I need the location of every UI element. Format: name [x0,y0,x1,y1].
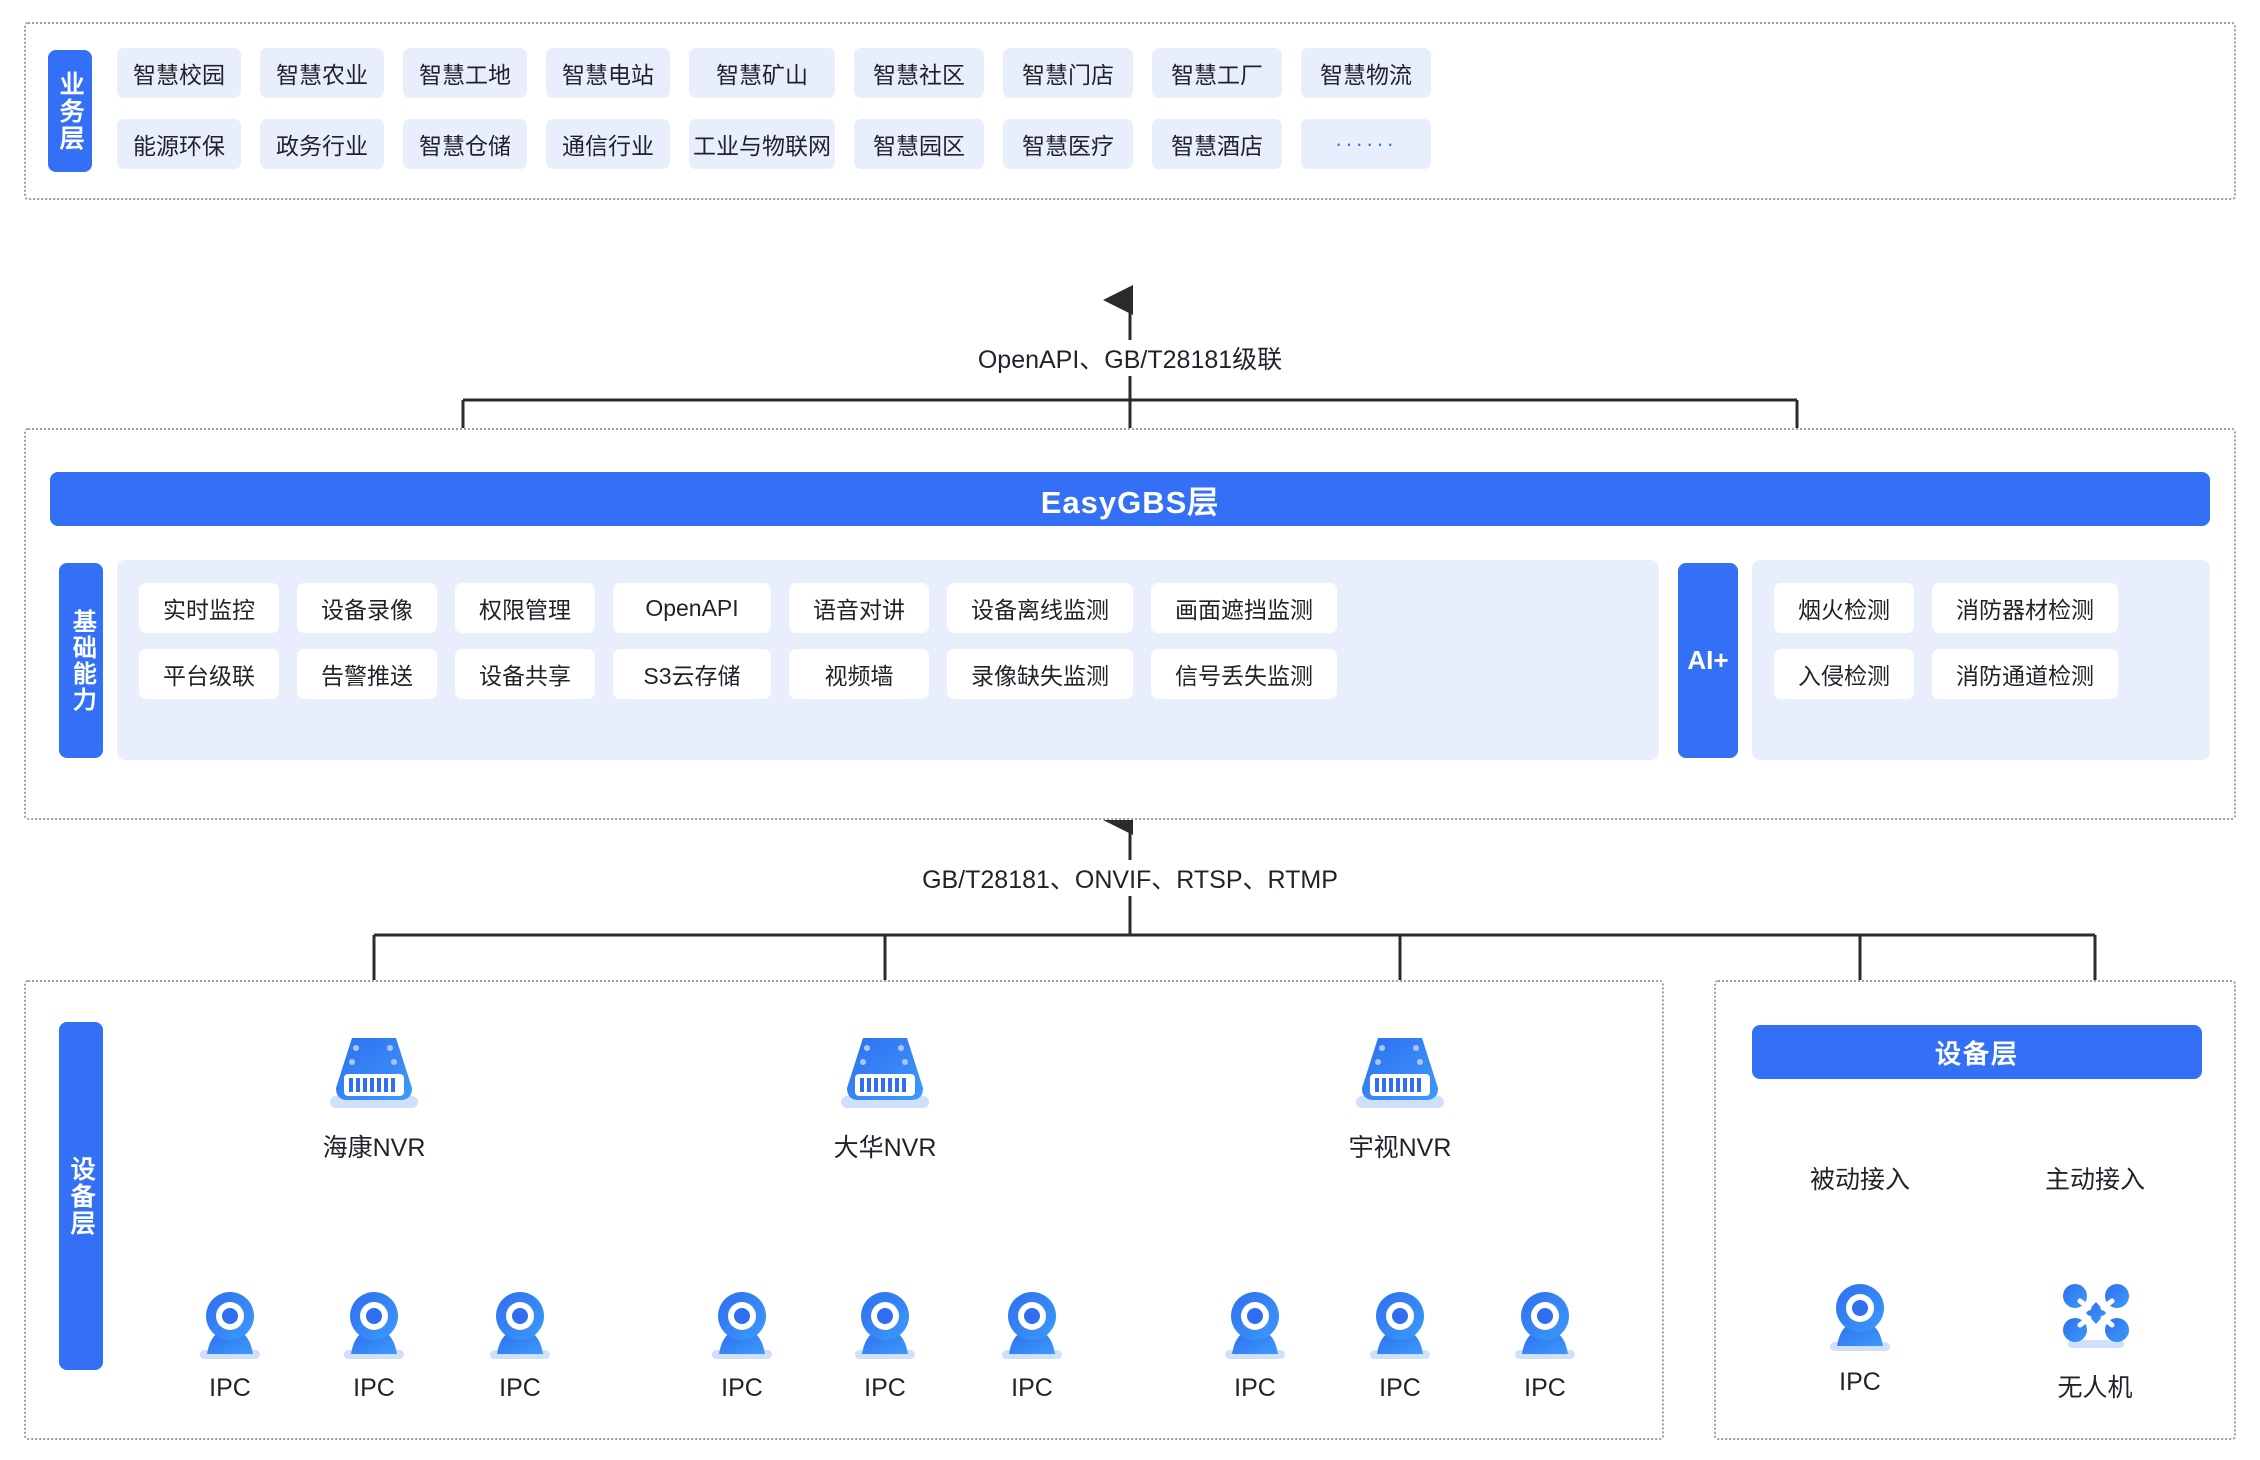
business-chip[interactable]: 智慧园区 [854,119,984,169]
ipc-label: IPC [721,1374,763,1402]
business-chip[interactable]: 智慧社区 [854,48,984,98]
business-chip[interactable]: 智慧物流 [1301,48,1431,98]
capability-item[interactable]: 设备共享 [455,649,595,699]
ipc-label: IPC [353,1374,395,1402]
capability-item[interactable]: 视频墙 [789,649,929,699]
device-layer-left-tab: 设备层 [59,1022,103,1370]
capability-item[interactable]: 权限管理 [455,583,595,633]
easygbs-layer-bar: EasyGBS层 [50,472,2210,526]
business-chip[interactable]: 智慧门店 [1003,48,1133,98]
active-access-label: 主动接入 [2044,1166,2145,1194]
ai-capability-item[interactable]: 入侵检测 [1774,649,1914,699]
capability-row-2: 平台级联 告警推送 设备共享 S3云存储 视频墙 录像缺失监测 信号丢失监测 [139,649,1337,699]
ipc-label: IPC [1234,1374,1276,1402]
connector-label-protocols: GB/T28181、ONVIF、RTSP、RTMP [880,860,1380,896]
business-chip[interactable]: 智慧电站 [546,48,670,98]
business-layer-tab: 业务层 [48,50,92,172]
capability-item[interactable]: 设备录像 [297,583,437,633]
ipc-label: IPC [1839,1368,1881,1396]
capability-item[interactable]: 录像缺失监测 [947,649,1133,699]
ipc-camera-icon[interactable] [338,1288,410,1367]
ai-capability-item[interactable]: 消防器材检测 [1932,583,2118,633]
ai-capability-row-1: 烟火检测 消防器材检测 [1774,583,2118,633]
ai-plus-tab: AI+ [1678,563,1738,758]
ipc-camera-icon[interactable] [1364,1288,1436,1367]
ai-capability-item[interactable]: 消防通道检测 [1932,649,2118,699]
capability-item[interactable]: S3云存储 [613,649,771,699]
business-chip[interactable]: 政务行业 [260,119,384,169]
business-chip[interactable]: 智慧工地 [403,48,527,98]
business-chip[interactable]: 智慧工厂 [1152,48,1282,98]
device-layer-right-header: 设备层 [1752,1025,2202,1079]
ipc-label: IPC [209,1374,251,1402]
ipc-camera-icon[interactable] [1824,1280,1896,1359]
ipc-camera-icon[interactable] [194,1288,266,1367]
business-chip[interactable]: 智慧仓储 [403,119,527,169]
ipc-label: IPC [864,1374,906,1402]
connector-label-openapi: OpenAPI、GB/T28181级联 [930,340,1330,376]
capability-row-1: 实时监控 设备录像 权限管理 OpenAPI 语音对讲 设备离线监测 画面遮挡监… [139,583,1337,633]
capability-grid: 实时监控 设备录像 权限管理 OpenAPI 语音对讲 设备离线监测 画面遮挡监… [139,583,1337,699]
ai-capability-grid: 烟火检测 消防器材检测 入侵检测 消防通道检测 [1774,583,2118,699]
ipc-camera-icon[interactable] [484,1288,556,1367]
nvr-label: 海康NVR [322,1134,426,1162]
business-row-2: 能源环保 政务行业 智慧仓储 通信行业 工业与物联网 智慧园区 智慧医疗 智慧酒… [117,119,1431,169]
capability-item[interactable]: 画面遮挡监测 [1151,583,1337,633]
ai-capability-row-2: 入侵检测 消防通道检测 [1774,649,2118,699]
nvr-icon[interactable] [322,1030,426,1117]
ipc-camera-icon[interactable] [996,1288,1068,1367]
nvr-label: 宇视NVR [1348,1134,1452,1162]
business-chip[interactable]: 智慧农业 [260,48,384,98]
ai-capability-item[interactable]: 烟火检测 [1774,583,1914,633]
business-chip-ellipsis: ······ [1301,119,1431,169]
capability-item[interactable]: 语音对讲 [789,583,929,633]
ipc-camera-icon[interactable] [706,1288,778,1367]
business-chip[interactable]: 智慧矿山 [689,48,835,98]
business-chip[interactable]: 工业与物联网 [689,119,835,169]
ipc-camera-icon[interactable] [1509,1288,1581,1367]
capability-item[interactable]: 平台级联 [139,649,279,699]
business-chip[interactable]: 智慧医疗 [1003,119,1133,169]
passive-access-label: 被动接入 [1809,1166,1910,1194]
ipc-camera-icon[interactable] [1219,1288,1291,1367]
nvr-icon[interactable] [833,1030,937,1117]
nvr-icon[interactable] [1348,1030,1452,1117]
business-chip[interactable]: 能源环保 [117,119,241,169]
basic-capability-tab: 基础能力 [59,563,103,758]
capability-item[interactable]: 信号丢失监测 [1151,649,1337,699]
business-chip[interactable]: 智慧酒店 [1152,119,1282,169]
capability-item[interactable]: 设备离线监测 [947,583,1133,633]
nvr-label: 大华NVR [833,1134,937,1162]
business-chip[interactable]: 智慧校园 [117,48,241,98]
drone-icon[interactable] [2058,1280,2134,1359]
capability-item[interactable]: 告警推送 [297,649,437,699]
ipc-label: IPC [1524,1374,1566,1402]
drone-label: 无人机 [2057,1374,2133,1402]
capability-item[interactable]: OpenAPI [613,583,771,633]
capability-item[interactable]: 实时监控 [139,583,279,633]
ipc-label: IPC [1379,1374,1421,1402]
ipc-label: IPC [1011,1374,1053,1402]
ipc-label: IPC [499,1374,541,1402]
business-chip[interactable]: 通信行业 [546,119,670,169]
ipc-camera-icon[interactable] [849,1288,921,1367]
business-row-1: 智慧校园 智慧农业 智慧工地 智慧电站 智慧矿山 智慧社区 智慧门店 智慧工厂 … [117,48,1431,98]
